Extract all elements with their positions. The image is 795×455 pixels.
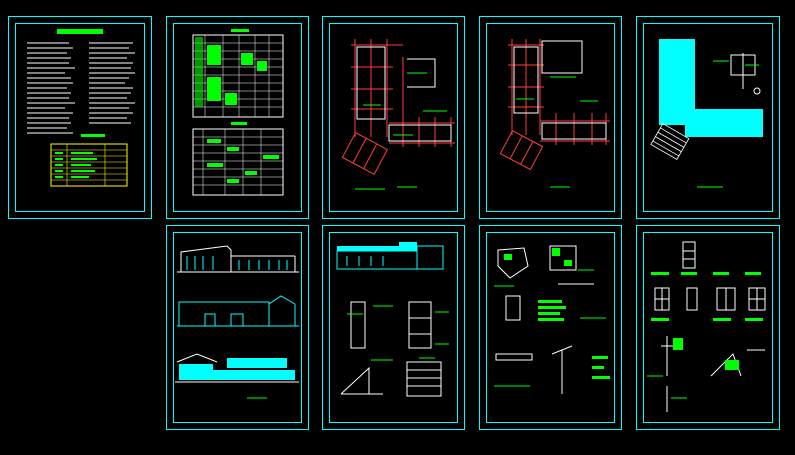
sections-drawing [336, 242, 449, 397]
tables-sheet[interactable] [166, 16, 309, 219]
sheet-border [173, 232, 302, 423]
sheet-border [486, 23, 615, 212]
elevations-sheet[interactable] [166, 225, 309, 430]
sections-sheet[interactable] [322, 225, 465, 430]
sheet-border [643, 23, 773, 212]
sheet-border [329, 23, 458, 212]
design-notes-drawing [27, 29, 135, 187]
sheet-border [643, 232, 773, 423]
elevations-drawing [175, 245, 299, 399]
details-sheet-a[interactable] [479, 225, 622, 430]
sheet-border [329, 232, 458, 423]
details-a-drawing [494, 245, 610, 394]
design-notes-sheet[interactable] [8, 16, 152, 219]
sheet-border [173, 23, 302, 212]
roof-plan-sheet[interactable] [636, 16, 780, 219]
details-b-drawing [647, 241, 766, 412]
sheet-border [15, 23, 145, 212]
tables-drawing [192, 29, 284, 196]
ground-floor-plan-sheet[interactable] [322, 16, 465, 219]
ground-floor-plan-drawing [341, 39, 455, 190]
sheet-border [486, 232, 615, 423]
roof-plan-drawing [650, 39, 763, 188]
upper-floor-plan-drawing [499, 39, 610, 188]
upper-floor-plan-sheet[interactable] [479, 16, 622, 219]
details-sheet-b[interactable] [636, 225, 780, 430]
